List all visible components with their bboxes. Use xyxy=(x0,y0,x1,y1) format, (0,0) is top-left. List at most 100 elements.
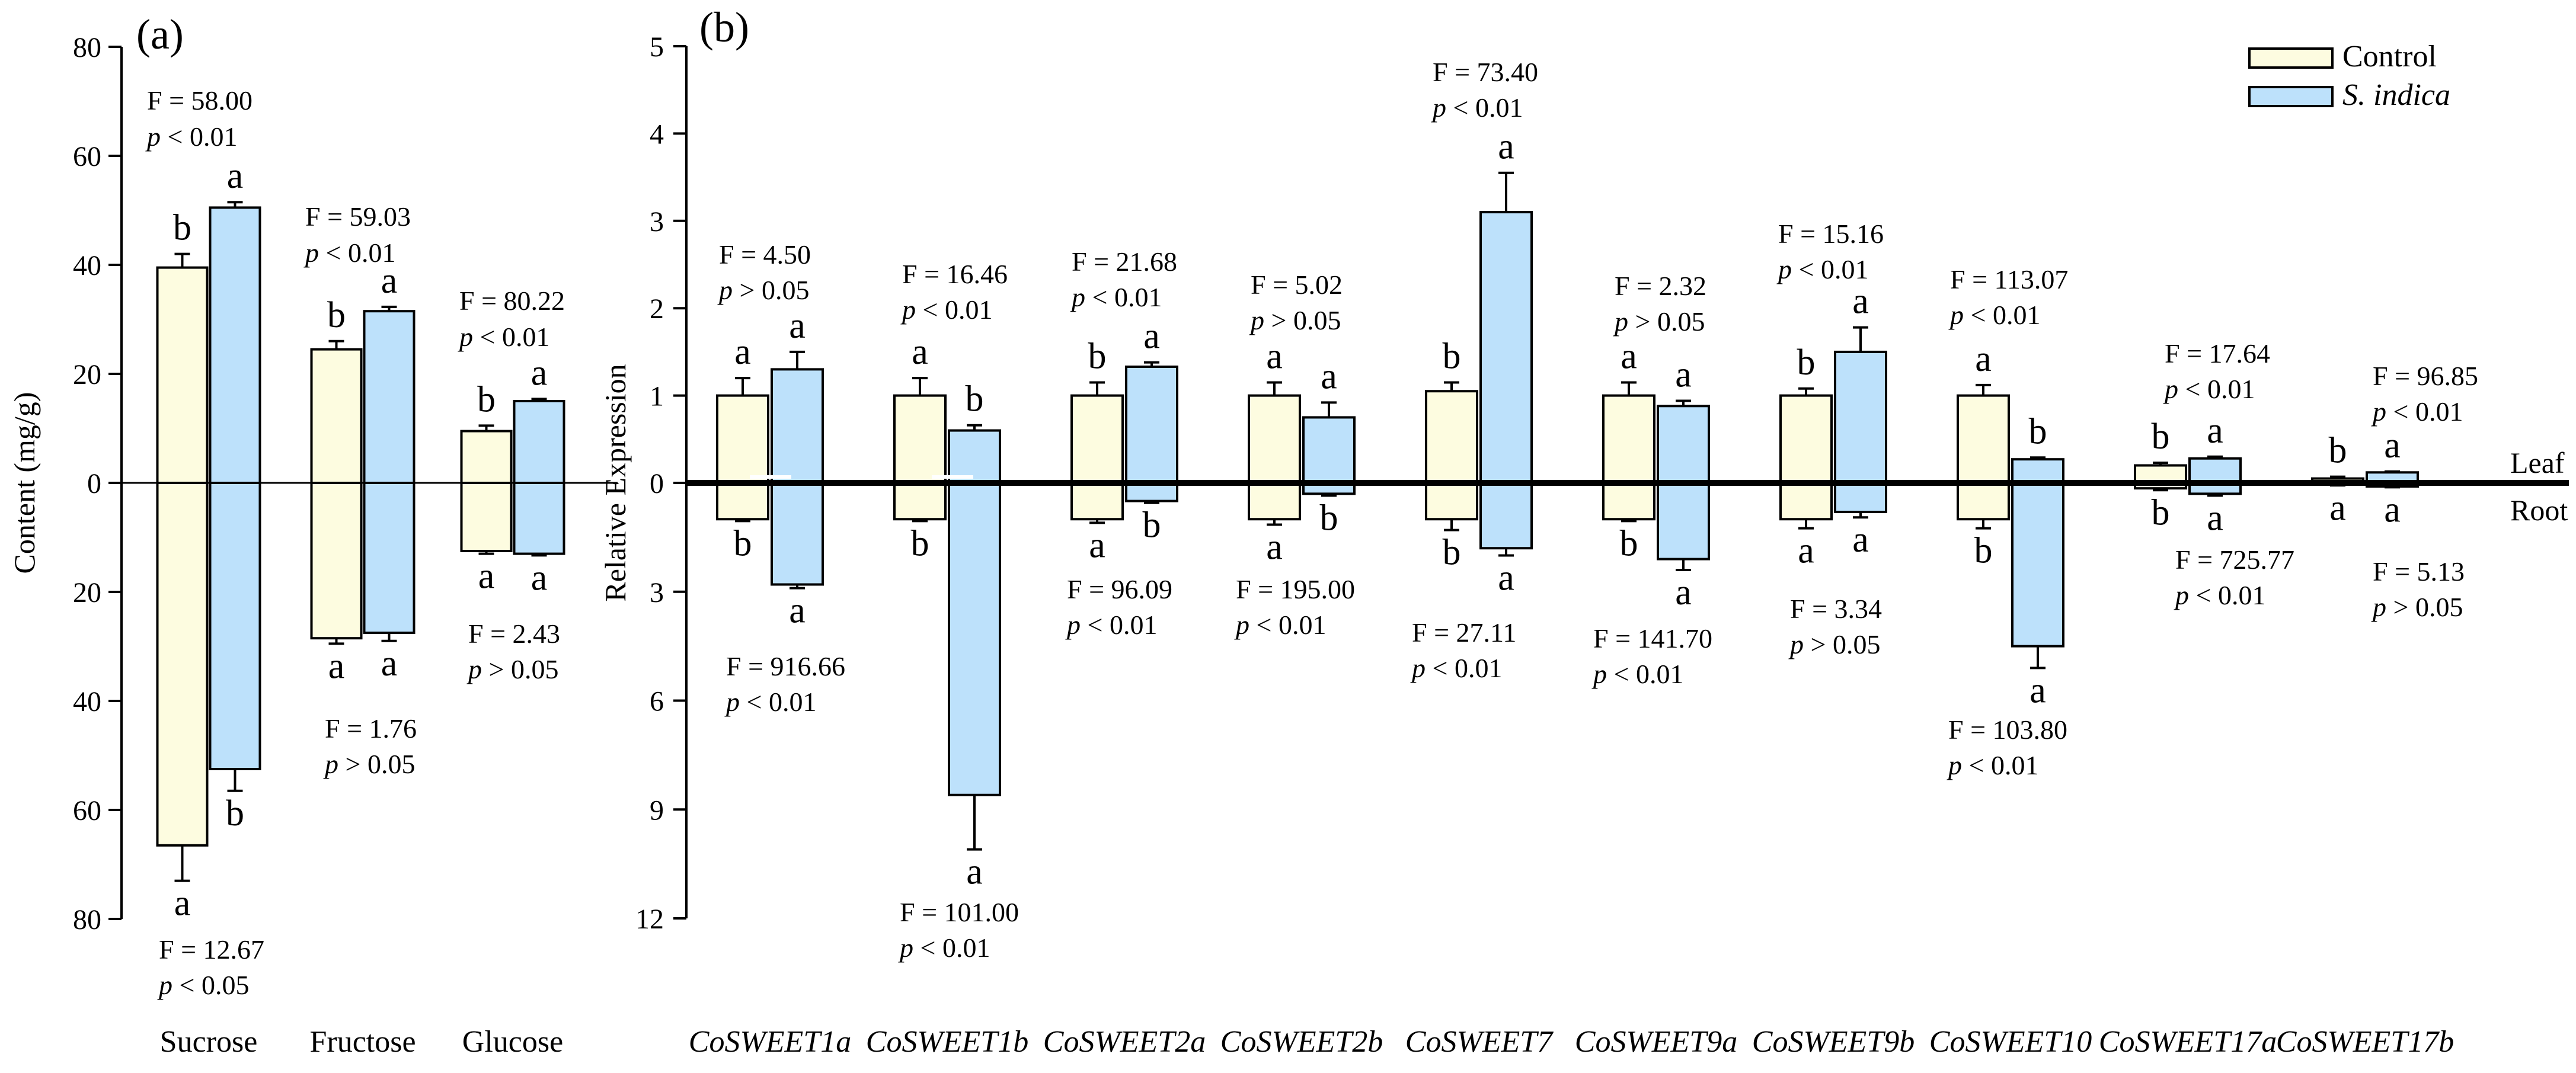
error-bar xyxy=(1444,519,1459,531)
stat-p-leaf: p < 0.01 xyxy=(900,294,992,325)
stat-p-leaf: p < 0.01 xyxy=(2163,374,2255,404)
significance-letter: a xyxy=(789,306,806,346)
y-tick-label-b: 1 xyxy=(650,381,664,412)
error-bar xyxy=(912,377,928,396)
y-tick-label-a: 20 xyxy=(73,359,101,390)
significance-letter: a xyxy=(531,558,548,598)
bar-leaf-control xyxy=(460,430,513,484)
bar-leaf-s-indica xyxy=(948,429,1001,484)
stat-f-root: F = 141.70 xyxy=(1593,623,1712,654)
y-tick-label-b: 3 xyxy=(650,206,664,238)
bar-leaf-control xyxy=(1248,394,1301,484)
significance-letter: b xyxy=(2152,492,2170,533)
significance-letter: a xyxy=(1852,520,1869,560)
error-bar xyxy=(1976,383,1991,396)
bar-leaf-control xyxy=(716,394,769,484)
bar-root-control xyxy=(1957,482,2010,521)
error-bar xyxy=(2153,488,2168,492)
error-bar xyxy=(328,638,344,645)
significance-letter: a xyxy=(2207,411,2223,451)
error-bar xyxy=(1498,548,1514,557)
stat-f-root: F = 5.13 xyxy=(2373,556,2465,587)
significance-letter: b xyxy=(1797,342,1816,383)
x-category-label: CoSWEET1a xyxy=(689,1025,851,1059)
error-bar xyxy=(1853,326,1868,352)
error-bar xyxy=(1798,519,1814,530)
significance-letter: b xyxy=(1088,336,1107,376)
stat-f-root: F = 103.80 xyxy=(1948,715,2067,745)
stat-p-root: p > 0.05 xyxy=(466,654,558,684)
y-tick-label-b: 4 xyxy=(650,118,664,150)
significance-letter: a xyxy=(1266,336,1283,376)
significance-letter: a xyxy=(1621,336,1637,376)
significance-letter: b xyxy=(1143,505,1161,546)
y-tick-label-b: 6 xyxy=(650,686,664,718)
stat-p-leaf: p < 0.01 xyxy=(458,322,549,352)
stat-p-root: p < 0.01 xyxy=(2174,580,2265,610)
y-tick-label-a: 0 xyxy=(87,468,101,499)
significance-letter: b xyxy=(1620,523,1638,563)
significance-letter: a xyxy=(531,353,548,393)
significance-letter: b xyxy=(734,523,752,563)
y-tick-label-a: 60 xyxy=(73,141,101,172)
error-bar xyxy=(1267,381,1282,396)
stat-f-leaf: F = 2.32 xyxy=(1615,271,1706,301)
error-bar xyxy=(531,398,547,401)
bar-root-s-indica xyxy=(2011,482,2064,648)
bar-leaf-control xyxy=(893,394,947,484)
bar-root-control xyxy=(156,482,209,847)
stat-f-leaf: F = 59.03 xyxy=(305,201,411,232)
significance-letter: a xyxy=(381,261,398,301)
stat-p-leaf: p > 0.05 xyxy=(717,275,809,305)
x-category-label: Glucose xyxy=(462,1025,563,1059)
bar-leaf-s-indica xyxy=(2011,458,2064,485)
stat-f-root: F = 3.34 xyxy=(1790,594,1882,624)
y-tick-label-b: 12 xyxy=(635,904,664,935)
stat-f-leaf: F = 80.22 xyxy=(459,286,565,316)
significance-letter: a xyxy=(966,852,983,892)
x-category-label: CoSWEET2b xyxy=(1220,1025,1383,1059)
error-bar xyxy=(478,424,494,431)
bar-root-control xyxy=(460,482,513,552)
stat-f-root: F = 195.00 xyxy=(1236,574,1355,604)
error-bar xyxy=(967,795,982,851)
y-tick-label-b: 0 xyxy=(650,468,664,499)
panel-label-a: (a) xyxy=(136,11,184,58)
significance-letter: a xyxy=(1321,356,1337,396)
error-bar xyxy=(735,519,750,523)
error-bar xyxy=(1676,559,1691,571)
error-bar xyxy=(381,305,397,312)
significance-letter: b xyxy=(477,379,496,419)
error-bar xyxy=(227,769,243,792)
x-category-label: CoSWEET2a xyxy=(1043,1025,1206,1059)
bar-root-control xyxy=(1070,482,1124,521)
significance-letter: a xyxy=(328,646,345,686)
error-bar xyxy=(1089,519,1105,524)
significance-letter: a xyxy=(734,332,751,372)
bar-leaf-s-indica xyxy=(513,400,565,484)
error-bar xyxy=(1321,401,1337,418)
error-bar xyxy=(2207,455,2223,459)
error-bar xyxy=(2385,486,2400,489)
y-tick-label-a: 40 xyxy=(73,686,101,718)
bar-root-s-indica xyxy=(948,482,1001,796)
y-tick-label-a: 60 xyxy=(73,795,101,827)
bar-root-control xyxy=(1248,482,1301,521)
y-tick-label-b: 3 xyxy=(650,577,664,608)
bar-root-control xyxy=(1779,482,1833,521)
stat-p-leaf: p < 0.01 xyxy=(1948,300,2040,330)
stat-f-leaf: F = 16.46 xyxy=(902,259,1008,289)
error-bar xyxy=(1144,361,1159,367)
error-bar xyxy=(1444,381,1459,392)
significance-letter: a xyxy=(2329,488,2346,528)
bar-leaf-s-indica xyxy=(2188,457,2242,485)
x-category-label: CoSWEET17b xyxy=(2276,1025,2454,1059)
error-bar xyxy=(790,350,805,370)
stat-p-root: p > 0.05 xyxy=(323,749,415,779)
error-bar xyxy=(912,519,928,523)
x-category-label: Fructose xyxy=(309,1025,416,1059)
bar-leaf-control xyxy=(1602,394,1655,484)
significance-letter: b xyxy=(1974,531,1993,571)
significance-letter: b xyxy=(2029,411,2047,451)
